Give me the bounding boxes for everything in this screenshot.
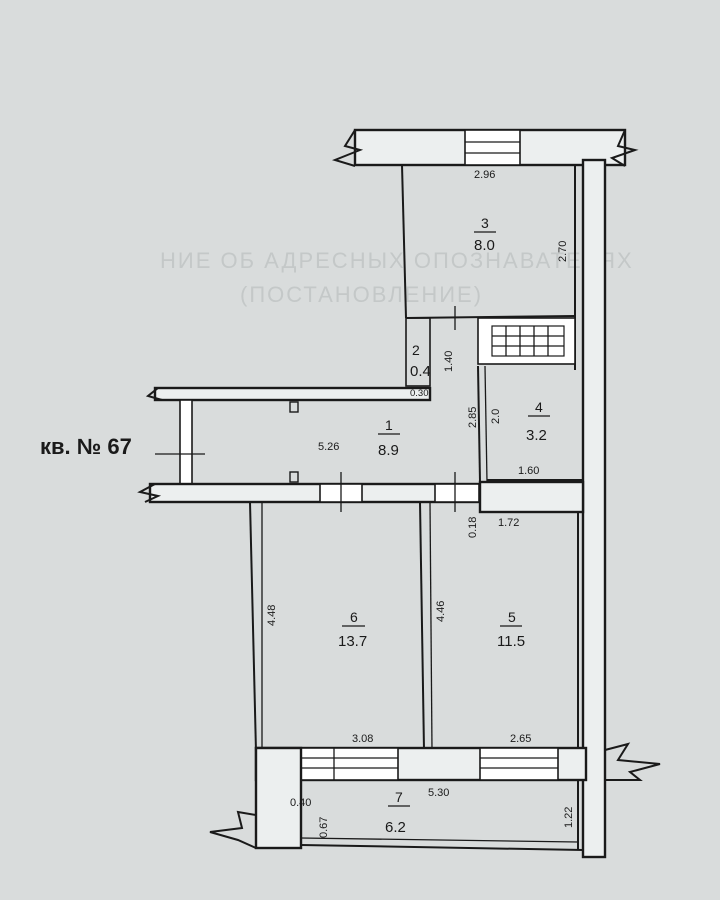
entrance-door bbox=[155, 399, 205, 485]
background-text-2: (ПОСТАНОВЛЕНИЕ) bbox=[240, 282, 483, 307]
room-3-area: 8.0 bbox=[474, 237, 495, 254]
dim-room4-inner: 2.0 bbox=[490, 409, 502, 424]
dim-room5-height: 4.46 bbox=[435, 601, 447, 622]
window-room6 bbox=[299, 747, 399, 781]
break-mark-top-left bbox=[331, 129, 364, 167]
dim-room7-left-a: 0.40 bbox=[290, 797, 311, 809]
break-mark-balcony bbox=[209, 810, 257, 849]
window-room5 bbox=[479, 747, 559, 781]
room-2-area: 0.4 bbox=[410, 363, 431, 380]
dim-room3-height: 2.70 bbox=[557, 241, 569, 262]
dim-room7-left-b: 0.67 bbox=[318, 817, 330, 838]
door-room5 bbox=[434, 483, 480, 503]
room-5-number: 5 bbox=[508, 609, 516, 625]
room-3-number: 3 bbox=[481, 215, 489, 231]
balcony-bottom bbox=[300, 844, 584, 851]
wall-room3-left bbox=[401, 164, 407, 319]
dim-wall-gap: 0.18 bbox=[467, 517, 479, 538]
room-1-number: 1 bbox=[385, 417, 393, 433]
room-4-number: 4 bbox=[535, 399, 543, 415]
wall-room6-left bbox=[249, 501, 257, 753]
room-4-area: 3.2 bbox=[526, 427, 547, 444]
vent-grid bbox=[477, 317, 576, 365]
dim-room6-width: 3.08 bbox=[352, 733, 373, 745]
window-top bbox=[464, 129, 521, 166]
dim-room6-height: 4.48 bbox=[266, 605, 278, 626]
room-5-area: 11.5 bbox=[497, 633, 525, 650]
break-mark-corridor-bottom bbox=[137, 483, 162, 503]
dim-room7-height: 1.22 bbox=[563, 807, 575, 828]
dim-room5-width: 1.72 bbox=[498, 517, 519, 529]
apartment-label: кв. № 67 bbox=[40, 434, 132, 459]
wall-room5-top bbox=[478, 480, 585, 514]
wall-corridor-bottom bbox=[148, 482, 482, 504]
break-mark-corridor-top bbox=[145, 387, 163, 401]
room-2-number: 2 bbox=[412, 342, 420, 358]
room-6-number: 6 bbox=[350, 609, 358, 625]
wall-room4-left bbox=[477, 365, 481, 483]
dim-room1-length: 5.26 bbox=[318, 441, 339, 453]
wall-room3-bottom bbox=[405, 315, 576, 319]
wall-room6-right bbox=[419, 501, 425, 751]
room-1-area: 8.9 bbox=[378, 442, 399, 459]
wall-corridor-top bbox=[153, 386, 432, 402]
room-7-number: 7 bbox=[395, 789, 403, 805]
room-7-area: 6.2 bbox=[385, 819, 406, 836]
dim-room4-width: 1.60 bbox=[518, 465, 539, 477]
break-mark-bottom-right bbox=[604, 742, 661, 781]
balcony-left-wall bbox=[254, 746, 303, 850]
background-text-1: НИЕ ОБ АДРЕСНЫХ ОПОЗНАВАТЕЛЯХ bbox=[160, 248, 634, 273]
dim-room2-height: 1.40 bbox=[443, 351, 455, 372]
dim-room3-width: 2.96 bbox=[474, 169, 495, 181]
dim-room2-width: 0.30 bbox=[410, 388, 429, 399]
dim-room4-height: 2.85 bbox=[467, 407, 479, 428]
room-6-area: 13.7 bbox=[338, 633, 367, 650]
break-mark-top-right bbox=[609, 129, 639, 167]
dim-room7-length: 5.30 bbox=[428, 787, 449, 799]
room2-outline bbox=[405, 317, 431, 387]
dim-room5-bottom-width: 2.65 bbox=[510, 733, 531, 745]
